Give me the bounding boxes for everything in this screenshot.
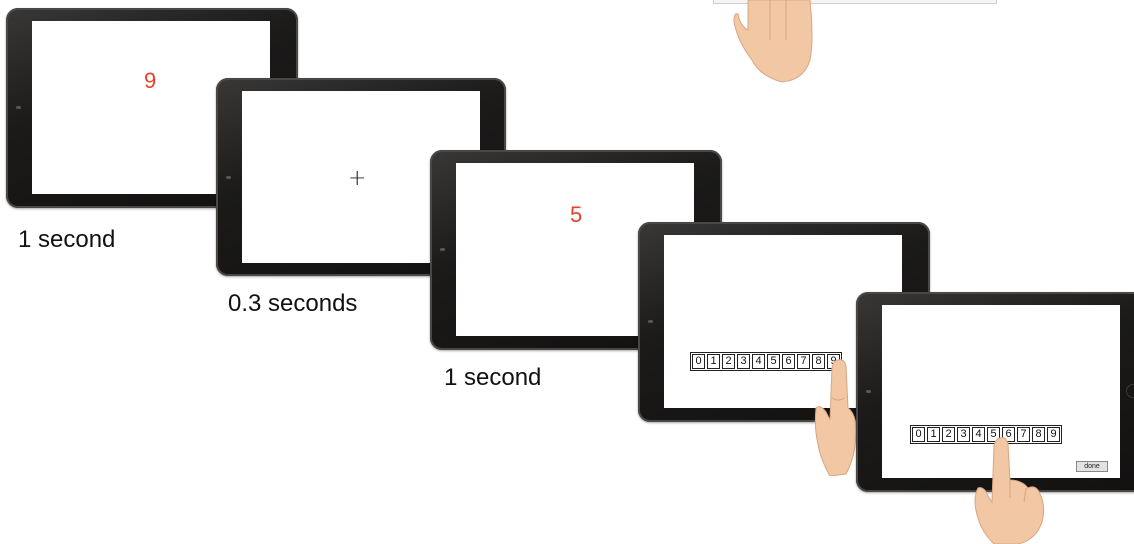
tablet-camera [648, 320, 653, 323]
tapping-hand-icon [730, 0, 816, 84]
tapping-hand-icon [970, 436, 1050, 544]
keypad-key-3[interactable]: 3 [737, 354, 750, 369]
keypad-key-1[interactable]: 1 [707, 354, 720, 369]
keypad-key-7[interactable]: 7 [797, 354, 810, 369]
keypad-key-1[interactable]: 1 [927, 427, 940, 442]
done-button[interactable]: done [1076, 461, 1108, 472]
stimulus-digit: 5 [570, 202, 582, 228]
keypad-key-2[interactable]: 2 [722, 354, 735, 369]
duration-caption-3: 1 second [444, 364, 541, 392]
keypad-key-0[interactable]: 0 [692, 354, 705, 369]
keypad-key-2[interactable]: 2 [942, 427, 955, 442]
fixation-cross: + [348, 166, 366, 191]
keypad-key-6[interactable]: 6 [782, 354, 795, 369]
duration-caption-1: 1 second [18, 226, 115, 254]
duration-caption-2: 0.3 seconds [228, 290, 357, 318]
tablet-camera [866, 390, 871, 393]
keypad-key-0[interactable]: 0 [912, 427, 925, 442]
keypad-key-5[interactable]: 5 [767, 354, 780, 369]
keypad-key-3[interactable]: 3 [957, 427, 970, 442]
tablet-camera [16, 106, 21, 109]
keypad-key-4[interactable]: 4 [752, 354, 765, 369]
tapping-hand-icon [812, 358, 860, 476]
tablet-camera [226, 176, 231, 179]
home-button [1126, 384, 1134, 398]
stimulus-digit: 9 [144, 68, 156, 94]
tablet-camera [440, 248, 445, 251]
